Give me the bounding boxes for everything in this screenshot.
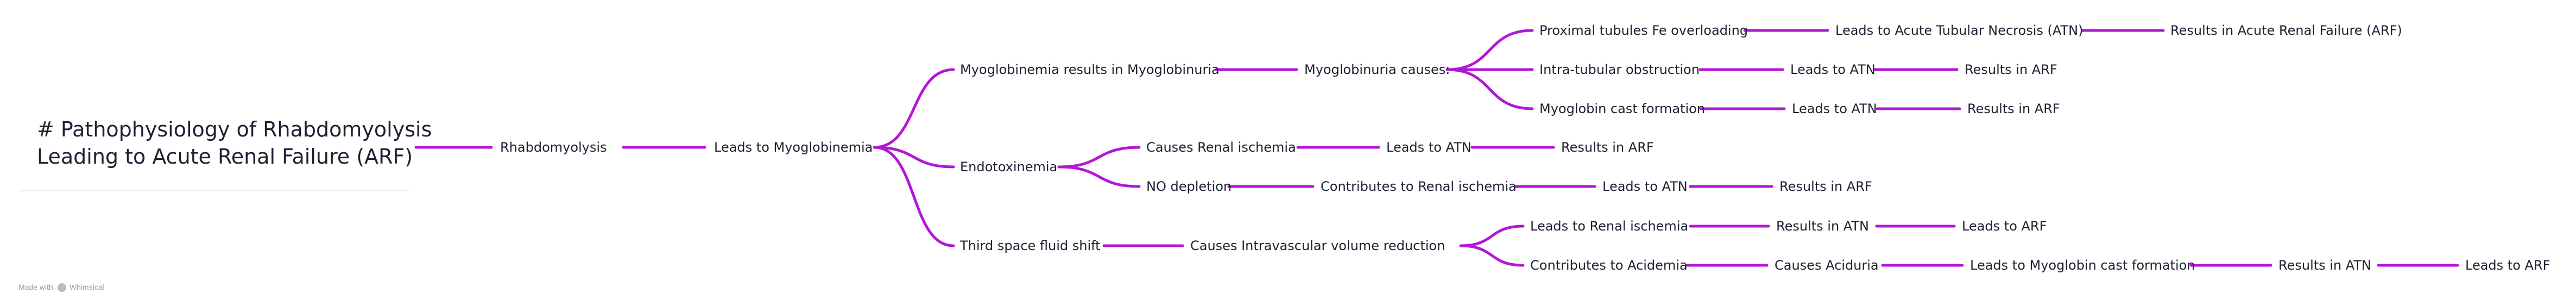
connector-branch-endotoxinemia [873, 146, 955, 169]
connector-branch [1459, 225, 1525, 247]
footer-brand: Whimsical [69, 283, 104, 291]
node-myoglobin-cast-formation[interactable]: Myoglobin cast formation [1539, 101, 1706, 116]
connector-branch-third-space [873, 146, 955, 247]
node-leads-to-renal-ischemia[interactable]: Leads to Renal ischemia [1530, 219, 1689, 234]
node-myoglobinemia-results-in-myoglobinuria[interactable]: Myoglobinemia results in Myoglobinuria [960, 62, 1220, 77]
node-leads-to-myoglobinemia[interactable]: Leads to Myoglobinemia [714, 140, 873, 155]
node-results-in-atn[interactable]: Results in ATN [2278, 258, 2371, 273]
node-leads-to-atn-full[interactable]: Leads to Acute Tubular Necrosis (ATN) [1835, 23, 2083, 38]
node-leads-to-atn[interactable]: Leads to ATN [1386, 140, 1472, 155]
node-no-depletion[interactable]: NO depletion [1146, 179, 1232, 194]
root-divider [18, 190, 409, 191]
node-leads-to-myoglobin-cast-formation[interactable]: Leads to Myoglobin cast formation [1970, 258, 2195, 273]
node-contributes-to-renal-ischemia[interactable]: Contributes to Renal ischemia [1321, 179, 1517, 194]
connector-branch [1057, 165, 1141, 188]
node-leads-to-arf[interactable]: Leads to ARF [1962, 219, 2047, 234]
made-with-label: Made with [18, 283, 53, 291]
root-title-line-2: Leading to Acute Renal Failure (ARF) [37, 145, 413, 169]
node-endotoxinemia[interactable]: Endotoxinemia [960, 159, 1058, 175]
node-rhabdomyolysis[interactable]: Rhabdomyolysis [500, 140, 607, 155]
node-results-in-arf-full[interactable]: Results in Acute Renal Failure (ARF) [2170, 23, 2402, 38]
node-leads-to-atn[interactable]: Leads to ATN [1602, 179, 1688, 194]
made-with-footer[interactable]: Made with Whimsical [18, 283, 104, 292]
node-proximal-tubules-fe-overloading[interactable]: Proximal tubules Fe overloading [1539, 23, 1748, 38]
node-causes-renal-ischemia[interactable]: Causes Renal ischemia [1146, 140, 1296, 155]
node-intra-tubular-obstruction[interactable]: Intra-tubular obstruction [1539, 62, 1700, 77]
node-leads-to-atn[interactable]: Leads to ATN [1790, 62, 1876, 77]
node-results-in-atn[interactable]: Results in ATN [1776, 219, 1869, 234]
node-causes-intravascular-volume-reduction[interactable]: Causes Intravascular volume reduction [1190, 238, 1445, 253]
connector-branch [1445, 29, 1534, 71]
node-leads-to-arf[interactable]: Leads to ARF [2465, 258, 2550, 273]
node-causes-aciduria[interactable]: Causes Aciduria [1775, 258, 1879, 273]
node-results-in-arf[interactable]: Results in ARF [1561, 140, 1654, 155]
node-myoglobinuria-causes[interactable]: Myoglobinuria causes: [1304, 62, 1450, 77]
root-node[interactable]: # Pathophysiology of Rhabdomyolysis Lead… [37, 116, 432, 170]
node-leads-to-atn[interactable]: Leads to ATN [1792, 101, 1877, 116]
node-third-space-fluid-shift[interactable]: Third space fluid shift [960, 238, 1101, 253]
node-results-in-arf[interactable]: Results in ARF [1779, 179, 1872, 194]
connector-branch-myoglobinuria [873, 68, 955, 149]
node-results-in-arf[interactable]: Results in ARF [1965, 62, 2057, 77]
node-contributes-to-acidemia[interactable]: Contributes to Acidemia [1530, 258, 1688, 273]
connector-branch [1459, 244, 1525, 267]
root-title-line-1: # Pathophysiology of Rhabdomyolysis [37, 117, 432, 141]
whimsical-logo-icon [57, 283, 66, 292]
node-results-in-arf[interactable]: Results in ARF [1967, 101, 2060, 116]
connector-branch [1057, 146, 1141, 169]
connector-branch [1445, 68, 1534, 110]
